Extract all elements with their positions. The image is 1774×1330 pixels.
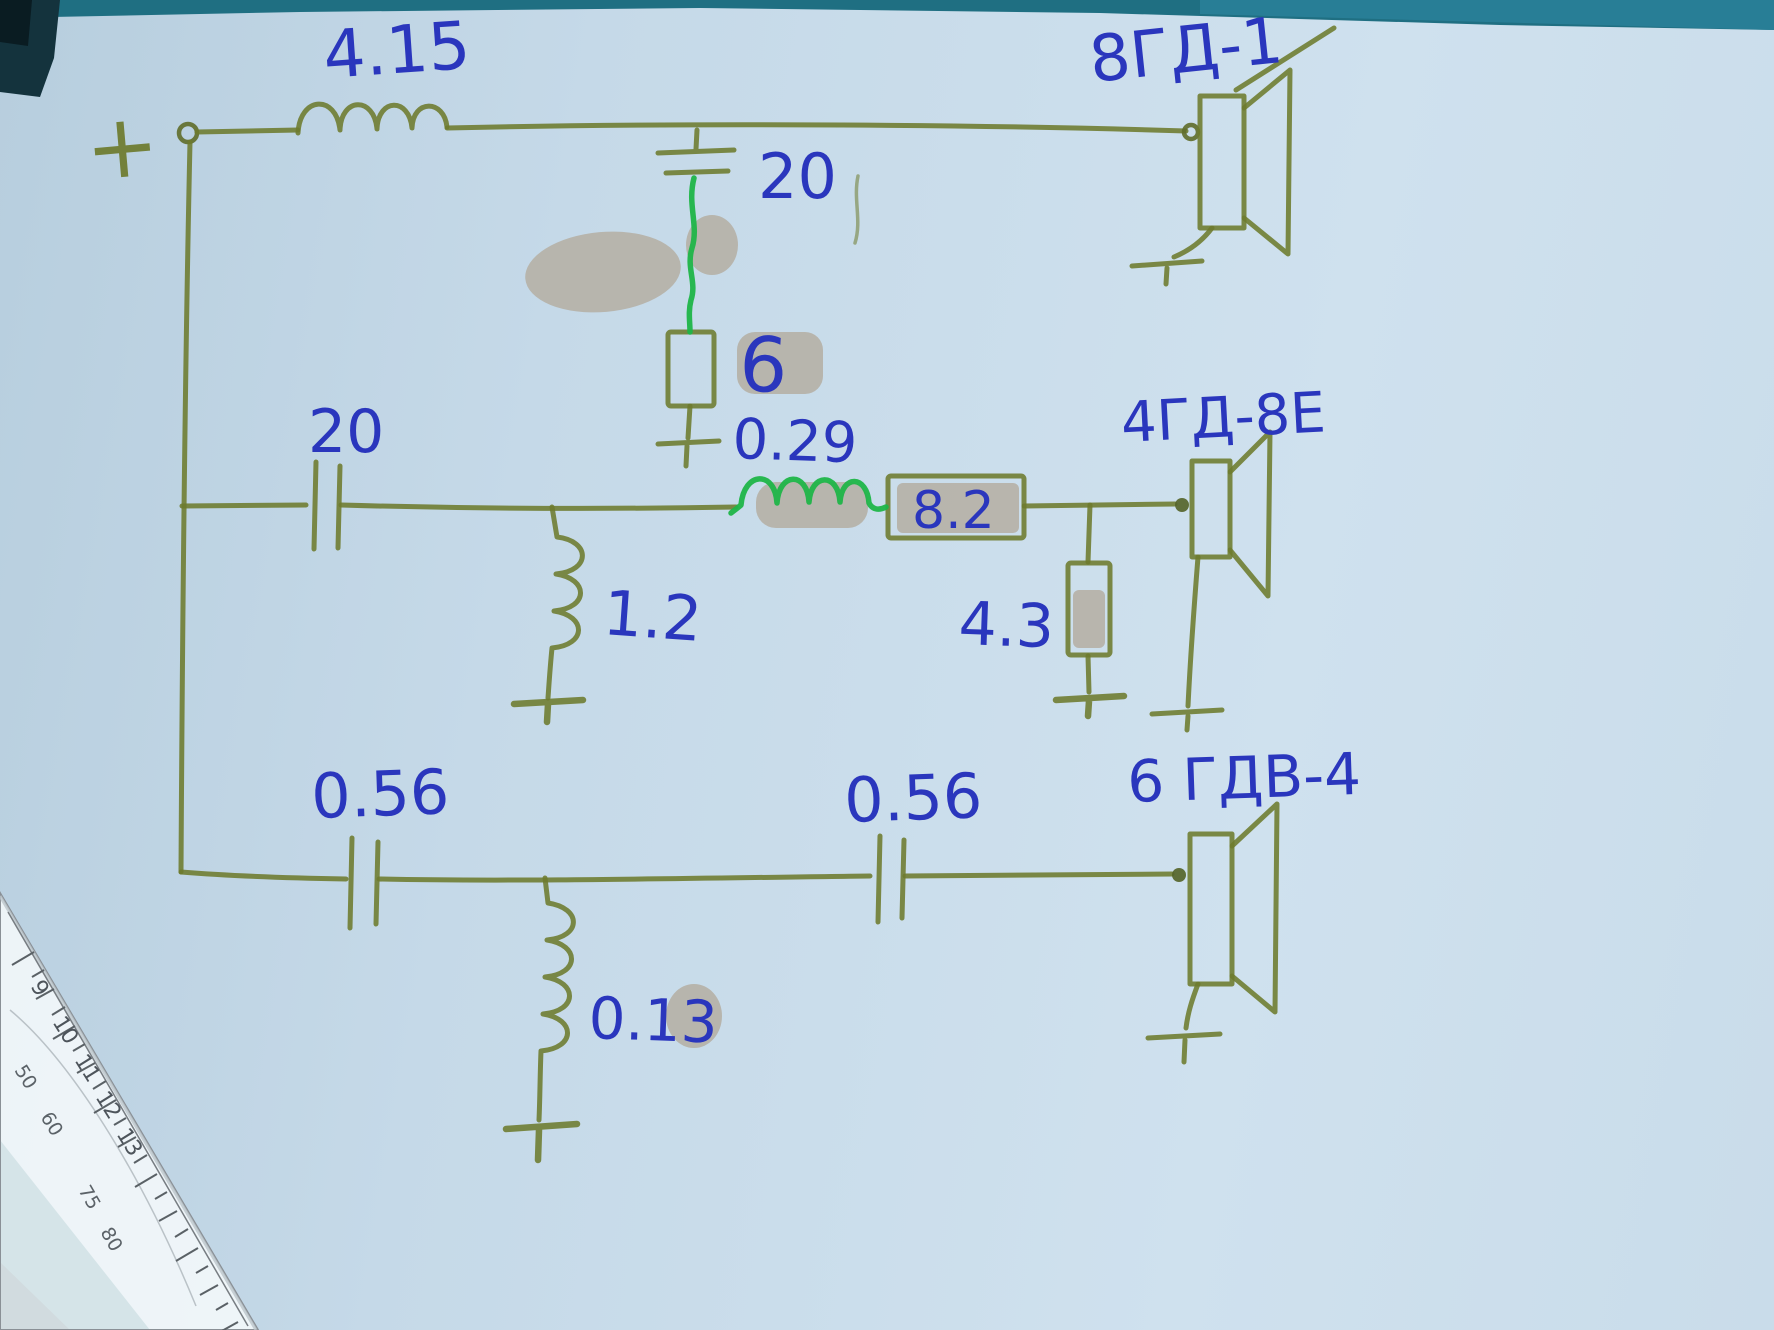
smudge-behind-l4-label xyxy=(666,984,722,1048)
wire-bottom-right xyxy=(902,871,1175,879)
speaker1-driver xyxy=(1197,93,1247,231)
protractor-edge-highlight xyxy=(0,895,258,1330)
plus-terminal-label: + xyxy=(81,92,163,201)
resistor-r1-value: 6 xyxy=(737,319,790,410)
capacitor-c2 xyxy=(311,459,343,552)
wire-top-right xyxy=(444,122,1189,134)
capacitor-c3 xyxy=(347,835,381,931)
protractor: 9 10 11 12 13 50 60 75 80 xyxy=(0,891,260,1330)
green-ink-layer xyxy=(686,175,889,516)
wire-r2-to-speaker2 xyxy=(1021,501,1178,509)
inductor-l3-ground xyxy=(510,696,587,726)
smudge-above-r1 xyxy=(686,215,738,275)
label-layer: 4.15 8ГД-1 20 6 0.29 8.2 4ГД-8Е 20 1.2 4… xyxy=(308,4,1362,1056)
smudge-in-r2-box xyxy=(897,483,1019,533)
speaker3-driver xyxy=(1187,831,1235,987)
speaker2-lead-ground xyxy=(1149,554,1225,733)
wire-left-bus xyxy=(178,139,193,875)
green-wire-c1-to-r1 xyxy=(686,175,698,335)
protractor-arc xyxy=(9,1009,197,1307)
capacitor-c4 xyxy=(875,833,907,925)
capacitor-c2-value: 20 xyxy=(308,397,384,467)
speaker1-cone xyxy=(1241,67,1293,257)
stray-pencil-mark xyxy=(853,174,860,245)
wire-top-left xyxy=(194,127,301,135)
speaker1-node xyxy=(1181,122,1201,142)
resistor-r3-lead-bottom xyxy=(1085,653,1092,695)
capacitor-c1-value: 20 xyxy=(758,140,837,213)
resistor-r3-ground xyxy=(1052,692,1128,720)
speaker2-cone xyxy=(1227,429,1273,599)
input-terminal-node xyxy=(176,121,200,145)
inductor-l4-coil xyxy=(536,875,576,1123)
inductor-l2-value: 0.29 xyxy=(732,407,859,476)
table-top-band-right xyxy=(1200,0,1774,30)
capacitor-c1 xyxy=(655,127,737,176)
speaker2-driver xyxy=(1189,458,1233,560)
protractor-ticks xyxy=(11,951,239,1330)
inductor-l3-coil xyxy=(545,504,585,701)
capacitor-c3-value: 0.56 xyxy=(310,755,451,833)
inductor-l4-value: 0.13 xyxy=(588,984,719,1056)
smudge-layer xyxy=(525,215,1105,1048)
speaker3-lead-ground xyxy=(1145,981,1223,1065)
speaker1-label-strike xyxy=(1233,25,1337,93)
smudge-in-r3-box xyxy=(1073,590,1105,648)
resistor-r2-value: 8.2 xyxy=(912,481,995,541)
protractor-inner-edge xyxy=(7,911,249,1327)
protractor-body xyxy=(0,891,260,1330)
inductor-l1-coil xyxy=(295,101,450,136)
wire-mid-center xyxy=(338,502,739,511)
resistor-r1-body xyxy=(665,329,717,409)
speaker3-label: 6 ГДВ-4 xyxy=(1126,740,1362,816)
speaker2-node xyxy=(1175,498,1189,512)
resistor-r1-lead-ground xyxy=(655,403,722,469)
inductor-l3-value: 1.2 xyxy=(601,576,704,656)
pencil-layer: + xyxy=(81,25,1337,1164)
inductor-l1-value: 4.15 xyxy=(321,7,473,94)
speaker1-lead-ground xyxy=(1129,225,1215,287)
inductor-l4-ground xyxy=(502,1120,581,1164)
wire-mid-left xyxy=(179,502,309,509)
resistor-r3-lead-top xyxy=(1085,502,1093,565)
capacitor-c4-value: 0.56 xyxy=(843,759,984,837)
smudge-blob-large xyxy=(525,231,681,313)
speaker2-label: 4ГД-8Е xyxy=(1119,380,1327,456)
inductor-l2-coil xyxy=(728,476,889,516)
wire-bottom-center xyxy=(376,873,873,883)
speaker3-node xyxy=(1172,868,1186,882)
smudge-behind-r1-label xyxy=(737,332,823,394)
wire-bottom-corner xyxy=(178,869,349,882)
table-topleft-darker-patch xyxy=(0,0,32,46)
speaker1-label: 8ГД-1 xyxy=(1086,4,1286,98)
speaker3-cone xyxy=(1229,801,1280,1015)
resistor-r3-value: 4.3 xyxy=(957,589,1055,662)
